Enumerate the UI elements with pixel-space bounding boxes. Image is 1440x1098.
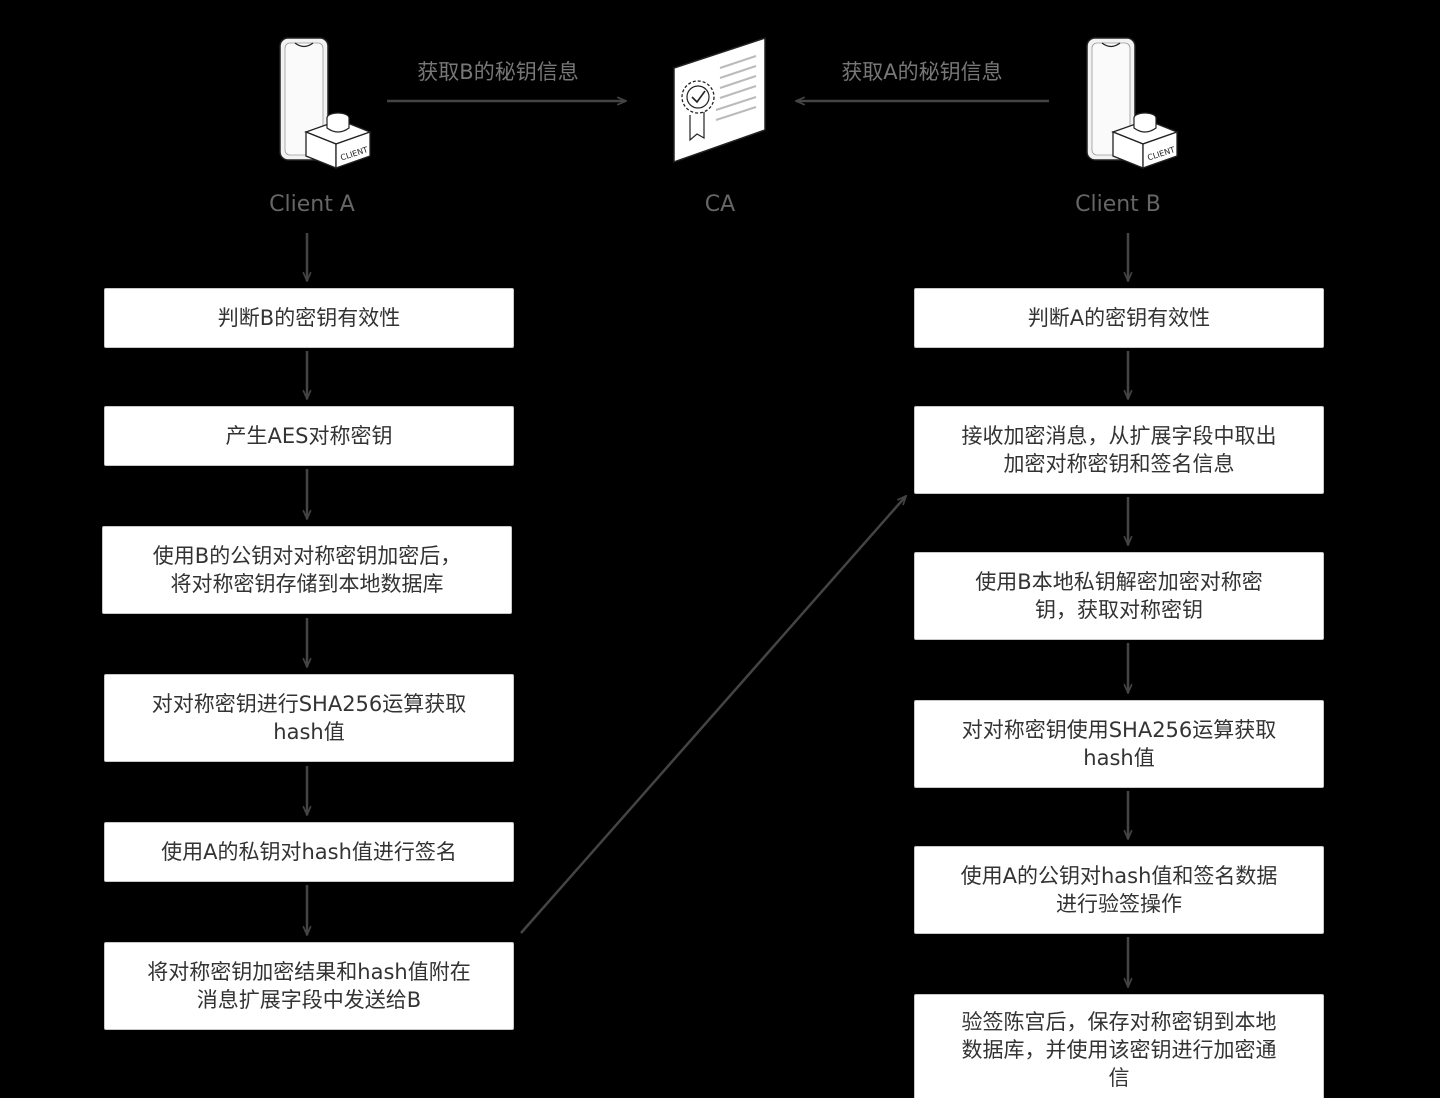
right-step-1: 判断A的密钥有效性: [914, 288, 1324, 348]
ca-certificate-icon: [673, 36, 766, 164]
edge-label-b-to-ca: 获取A的秘钥信息: [841, 60, 1003, 84]
right-step-5: 使用A的公钥对hash值和签名数据 进行验签操作: [914, 846, 1324, 934]
left-step-2: 产生AES对称密钥: [104, 406, 514, 466]
client-a-phone-icon: CLIENT: [279, 37, 372, 169]
right-step-2: 接收加密消息，从扩展字段中取出 加密对称密钥和签名信息: [914, 406, 1324, 494]
right-step-3: 使用B本地私钥解密加密对称密 钥，获取对称密钥: [914, 552, 1324, 640]
left-step-4: 对对称密钥进行SHA256运算获取 hash值: [104, 674, 514, 762]
right-step-4: 对对称密钥使用SHA256运算获取 hash值: [914, 700, 1324, 788]
right-step-6: 验签陈宫后，保存对称密钥到本地 数据库，并使用该密钥进行加密通 信: [914, 994, 1324, 1098]
client-a-label: Client A: [269, 192, 355, 217]
left-step-6: 将对称密钥加密结果和hash值附在 消息扩展字段中发送给B: [104, 942, 514, 1030]
edge-label-a-to-ca: 获取B的秘钥信息: [417, 60, 579, 84]
arrow-send-message-to-b: [520, 496, 906, 934]
left-step-1: 判断B的密钥有效性: [104, 288, 514, 348]
left-step-5: 使用A的私钥对hash值进行签名: [104, 822, 514, 882]
left-step-3: 使用B的公钥对对称密钥加密后， 将对称密钥存储到本地数据库: [102, 526, 512, 614]
client-b-label: Client B: [1075, 192, 1161, 217]
ca-label: CA: [704, 192, 736, 217]
client-b-phone-icon: CLIENT: [1086, 37, 1179, 169]
